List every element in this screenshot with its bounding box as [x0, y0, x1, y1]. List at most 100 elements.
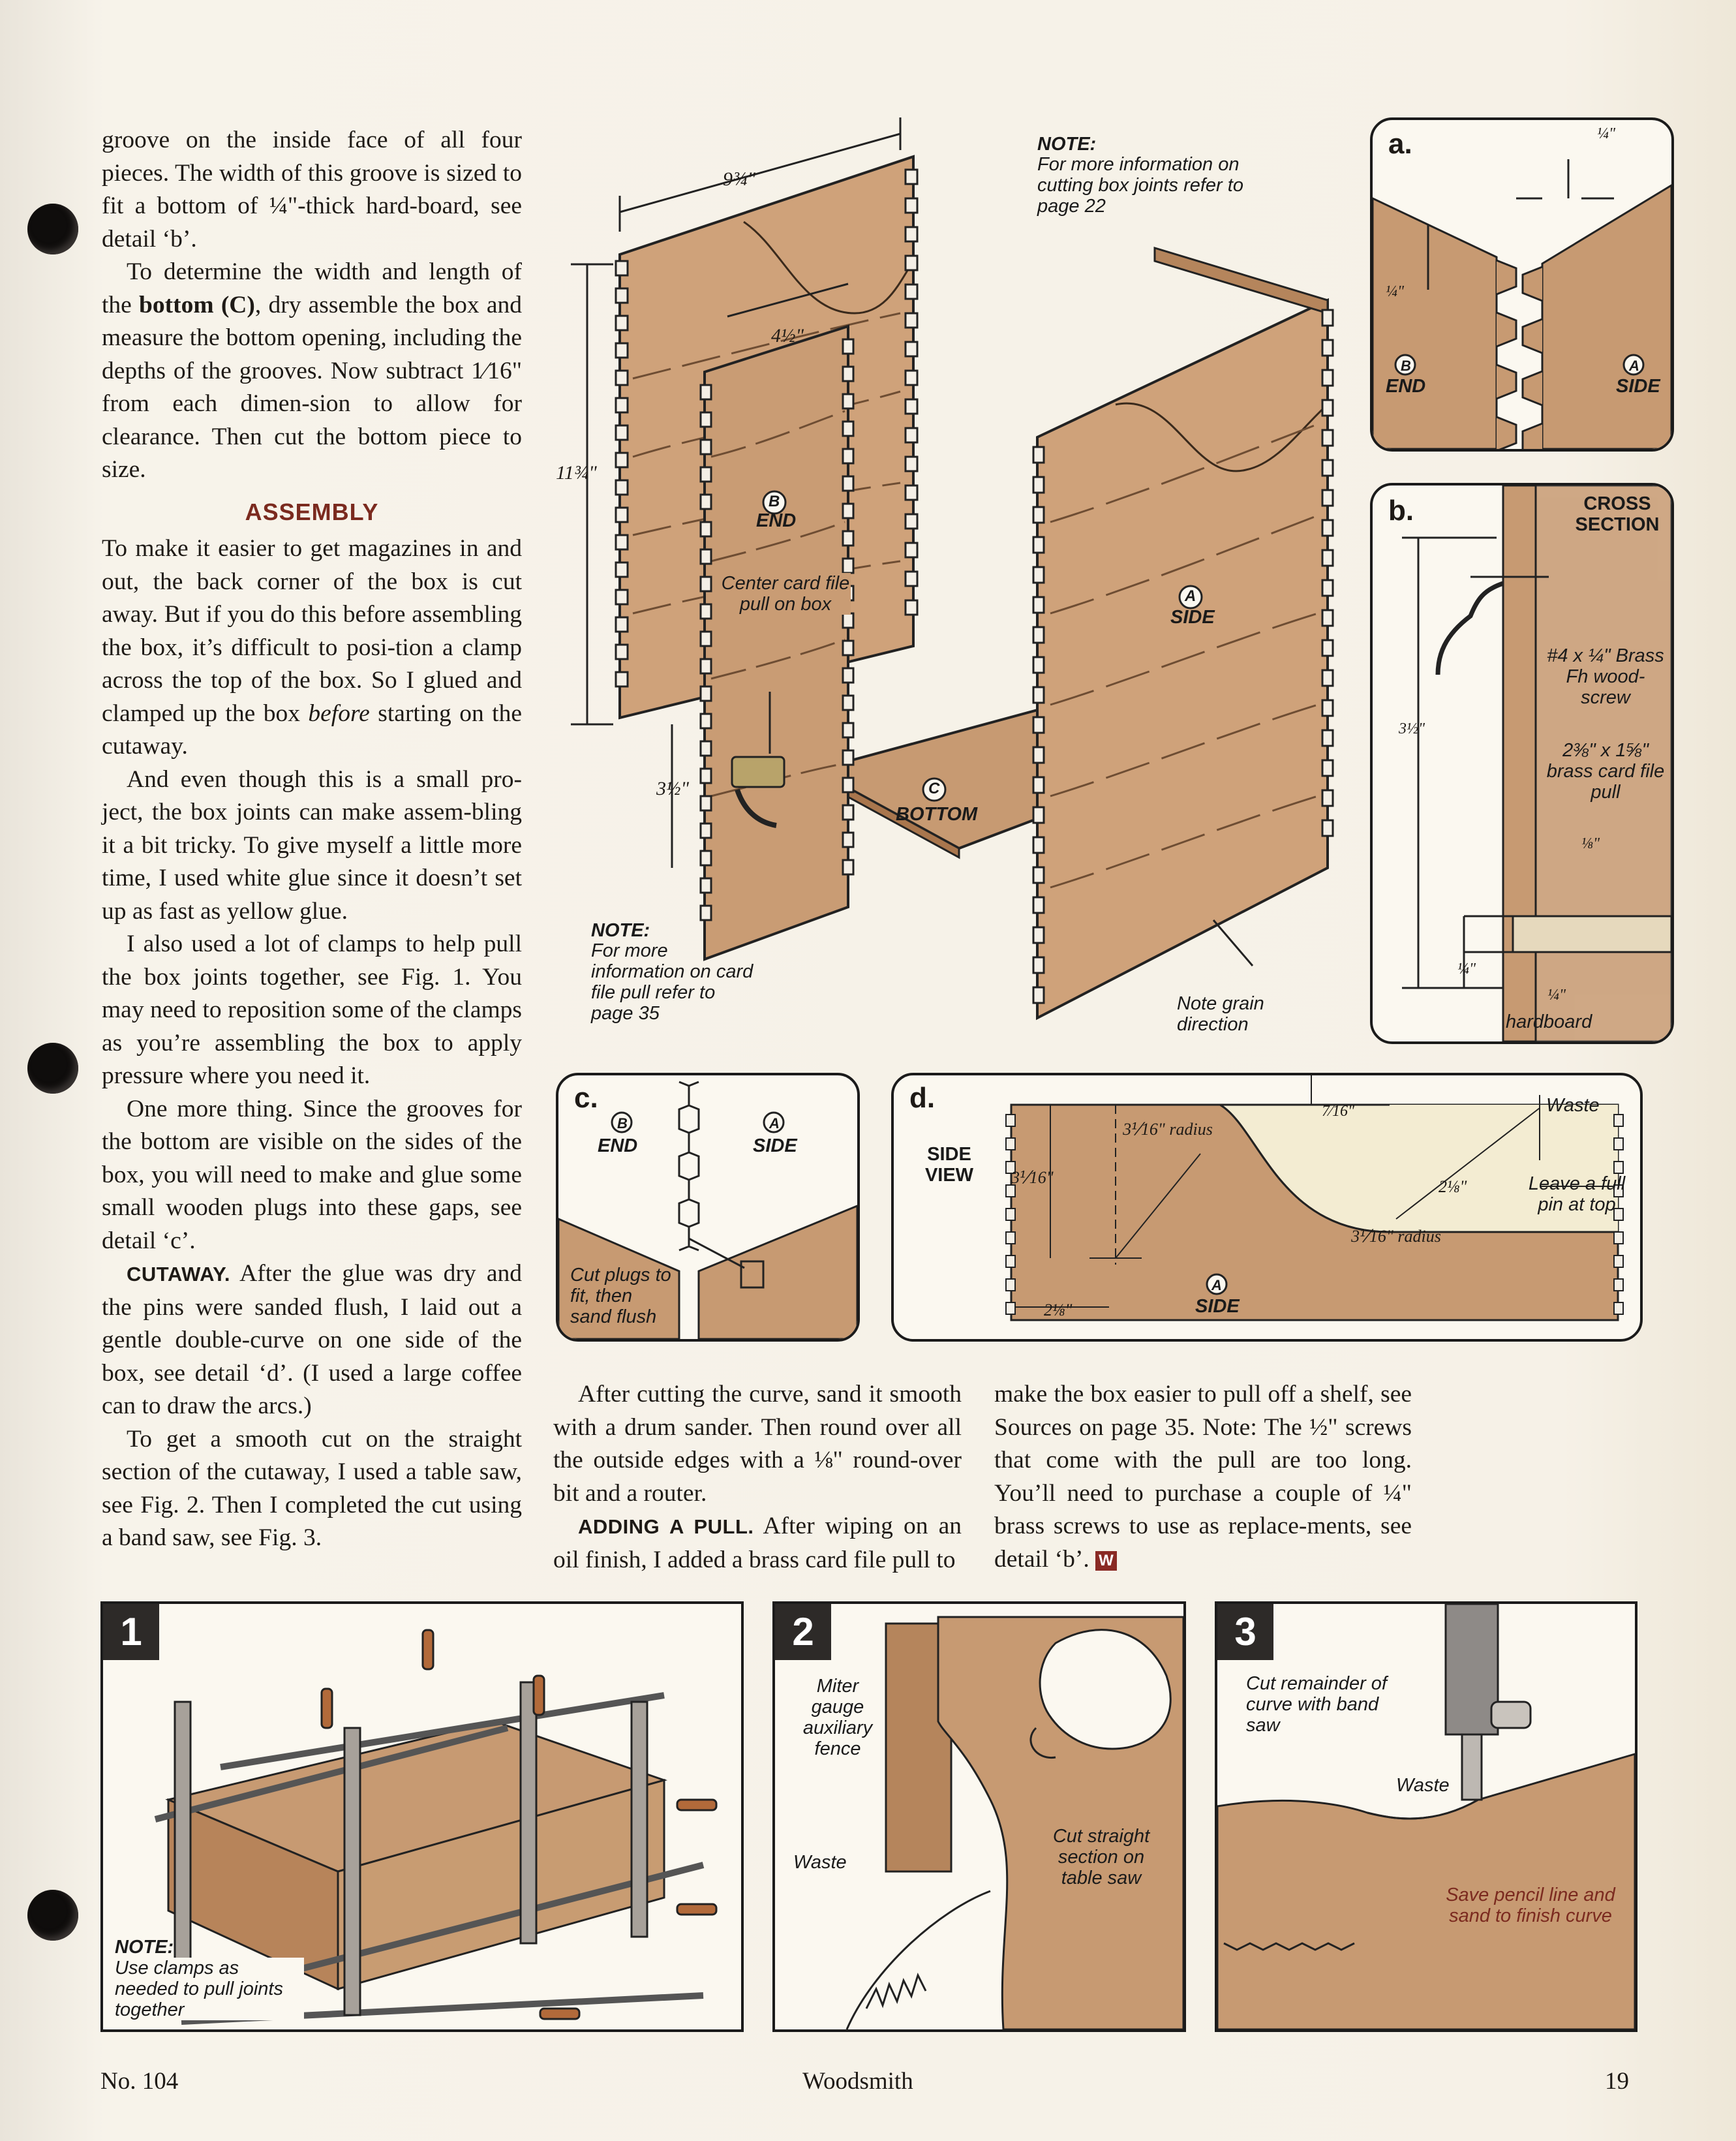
detail-d-view: SIDE VIEW	[924, 1144, 974, 1186]
detail-d-d-bottom: 2⅛"	[1044, 1301, 1073, 1319]
paragraph: CUTAWAY. After the glue was dry and the …	[102, 1260, 522, 1419]
paragraph: ADDING A PULL. After wiping on an oil fi…	[553, 1513, 962, 1573]
figure-number: 1	[103, 1604, 159, 1660]
paragraph: And even though this is a small pro-ject…	[102, 765, 522, 925]
dim-width: 9¾"	[723, 168, 756, 190]
detail-d-leave-pin: Leave a full pin at top	[1528, 1173, 1626, 1215]
detail-c-side: SIDE	[753, 1135, 797, 1156]
detail-b-dim-height: 3½"	[1399, 720, 1425, 737]
detail-c-drawing	[558, 1081, 857, 1339]
note-bottom-text: For more information on card file pull r…	[591, 940, 754, 1024]
paragraph: I also used a lot of clamps to help pull…	[102, 931, 522, 1089]
figure-2-cut: Cut straight section on table saw	[1036, 1826, 1166, 1888]
binder-hole-middle	[27, 1043, 78, 1094]
part-b-name: END	[756, 510, 797, 531]
binder-hole-top	[27, 204, 78, 254]
detail-d-r2: 3⅟16" radius	[1351, 1227, 1441, 1246]
dimension-lines	[571, 117, 1254, 966]
figure-2-fence: Miter gauge auxiliary fence	[802, 1676, 873, 1759]
article-column-3: make the box easier to pull off a shelf,…	[994, 1378, 1412, 1576]
detail-c-b-letter: B	[617, 1115, 628, 1132]
part-b-letter: B	[769, 493, 780, 510]
footer-page-number: 19	[1605, 2068, 1629, 2095]
part-c-marker	[922, 777, 947, 802]
paragraph: groove on the inside face of all four pi…	[102, 127, 522, 253]
detail-b-drawing	[1402, 485, 1671, 1041]
detail-b-dim-quarter: ¼"	[1457, 961, 1476, 978]
detail-a-drawing	[1373, 159, 1671, 449]
detail-letter: c.	[574, 1082, 598, 1114]
detail-letter: d.	[909, 1082, 936, 1114]
end-mark: W	[1095, 1550, 1117, 1571]
figure-3-cut: Cut remainder of curve with band saw	[1246, 1673, 1387, 1736]
detail-a-dim-top: ¼"	[1597, 125, 1616, 142]
figure-3-panel: 3 Cut remainder of curve with band saw W…	[1215, 1601, 1637, 2032]
note-bottom-title: NOTE:	[591, 920, 650, 941]
detail-d-side: SIDE	[1195, 1296, 1240, 1317]
paragraph: To determine the width and length of the…	[102, 258, 522, 483]
binder-hole-bottom	[27, 1890, 78, 1941]
box-joint-fingers	[615, 168, 919, 688]
detail-d-waste: Waste	[1546, 1095, 1600, 1116]
article-column-1: groove on the inside face of all four pi…	[102, 124, 522, 1555]
part-b-marker	[762, 490, 787, 515]
center-pull-note: Center card file pull on box	[720, 573, 851, 615]
detail-b-pull: 2⅜" x 1⅝" brass card file pull	[1546, 740, 1665, 803]
figure-1-note: Use clamps as needed to pull joints toge…	[115, 1958, 304, 2020]
figure-1-note-title: NOTE:	[115, 1937, 174, 1958]
dim-height: 11¾"	[556, 462, 597, 484]
detail-d-d-left: 3⅟16"	[1011, 1168, 1054, 1187]
dim-end: 4½"	[771, 325, 804, 347]
part-c-name: BOTTOM	[896, 804, 978, 825]
box-exploded-drawing	[571, 117, 1334, 1021]
part-a-marker	[1178, 585, 1203, 609]
part-a-name: SIDE	[1170, 607, 1215, 628]
section-heading: ASSEMBLY	[245, 498, 379, 525]
figure-3-save: Save pencil line and sand to finish curv…	[1446, 1885, 1615, 1926]
end-panel-front	[703, 324, 849, 961]
figure-2-waste: Waste	[793, 1852, 847, 1873]
detail-a-dim-left: ¼"	[1386, 283, 1405, 300]
detail-b-panel: b. CROSS SECTION #4 x ¼" Brass Fh wood-s…	[1370, 483, 1674, 1044]
detail-c-end: END	[598, 1135, 638, 1156]
detail-c-panel: c. B END A SIDE Cut plugs to fit, then s…	[556, 1073, 860, 1342]
detail-d-drawing	[1005, 1075, 1624, 1321]
figure-2-panel: 2 Miter gauge auxiliary fence Waste Cut …	[772, 1601, 1186, 2032]
paragraph: To make it easier to get magazines in an…	[102, 535, 522, 760]
paragraph: To get a smooth cut on the straight sect…	[102, 1425, 522, 1552]
detail-a-a-letter: A	[1629, 358, 1639, 374]
dim-pull-height: 3½"	[656, 778, 690, 799]
detail-d-d-top: 7⁄16"	[1322, 1103, 1355, 1120]
detail-d-r1: 3⅟16" radius	[1123, 1120, 1213, 1139]
footer-magazine: Woodsmith	[802, 2068, 913, 2095]
card-file-pull	[731, 756, 785, 828]
paragraph: After cutting the curve, sand it smooth …	[553, 1381, 962, 1507]
detail-letter: a.	[1388, 128, 1412, 160]
detail-a-end: END	[1386, 376, 1426, 397]
note-top-text: For more information on cutting box join…	[1037, 154, 1243, 217]
figure-1-panel: 1 NOTE: Use clamps as needed to pull joi…	[100, 1601, 744, 2032]
part-a-letter: A	[1185, 587, 1196, 605]
detail-c-note: Cut plugs to fit, then sand flush	[570, 1265, 671, 1327]
figure-3-drawing	[1217, 1604, 1635, 2029]
figure-3-waste: Waste	[1396, 1775, 1450, 1796]
article-column-2: After cutting the curve, sand it smooth …	[553, 1378, 962, 1577]
detail-b-dim-eighth: ⅛"	[1581, 835, 1600, 852]
paragraph: make the box easier to pull off a shelf,…	[994, 1381, 1412, 1573]
detail-a-panel: a. ¼" ¼" B END A SIDE	[1370, 117, 1674, 452]
detail-a-b-letter: B	[1401, 358, 1411, 374]
figure-number: 3	[1217, 1604, 1273, 1660]
figure-2-drawing	[845, 1616, 1183, 2029]
detail-d-d-right: 2⅛"	[1439, 1177, 1467, 1196]
detail-letter: b.	[1388, 495, 1414, 527]
detail-b-hardboard-dim: ¼"	[1547, 987, 1566, 1004]
detail-c-a-letter: A	[769, 1115, 780, 1132]
detail-a-side: SIDE	[1616, 376, 1660, 397]
paragraph: One more thing. Since the grooves for th…	[102, 1095, 522, 1254]
footer-issue: No. 104	[100, 2068, 179, 2095]
detail-b-screw: #4 x ¼" Brass Fh wood-screw	[1547, 645, 1664, 708]
detail-b-title: CROSS SECTION	[1575, 493, 1660, 535]
part-c-letter: C	[928, 780, 940, 797]
note-top-title: NOTE:	[1037, 134, 1097, 155]
detail-d-panel: d. SIDE VIEW Waste Leave a full pin at t…	[891, 1073, 1643, 1342]
